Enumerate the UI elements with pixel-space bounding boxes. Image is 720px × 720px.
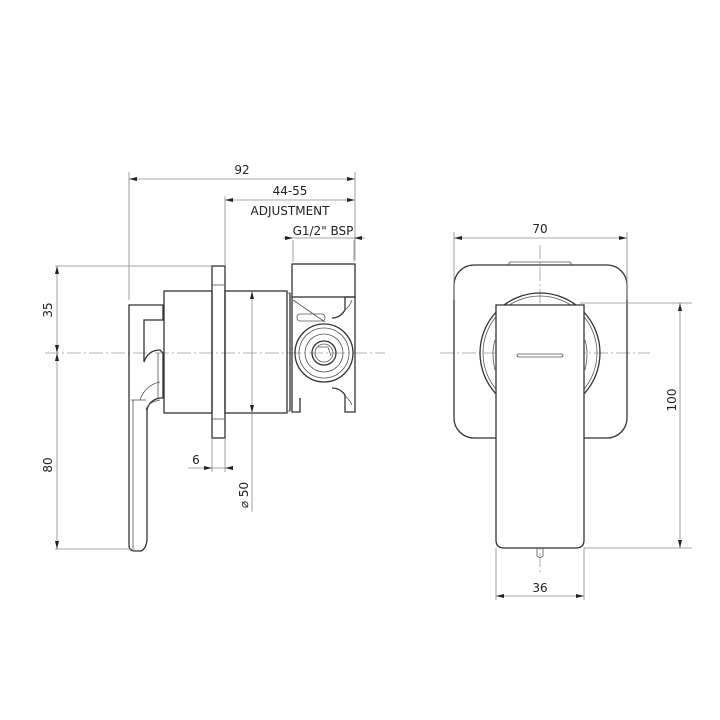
dim-diameter: ⌀ 50 (237, 291, 254, 512)
dim-6: 6 (188, 438, 233, 472)
handle-indicator-slot (516, 353, 564, 358)
valve-body (291, 263, 356, 413)
dim-vertical-side: 35 80 (41, 265, 212, 550)
plate-top-tab (507, 261, 573, 266)
dim-35-label: 35 (41, 302, 55, 317)
handle-front (495, 304, 585, 549)
dim-80-label: 80 (41, 457, 55, 472)
dim-adjustment-label: ADJUSTMENT (251, 204, 331, 218)
front-view: 70 100 36 (440, 222, 692, 600)
mounting-plate (211, 265, 226, 439)
dim-100-label: 100 (665, 389, 679, 412)
dim-100: 100 (580, 302, 692, 549)
handle-tip (536, 548, 544, 558)
lever-handle (128, 304, 164, 552)
dim-36-label: 36 (532, 581, 547, 595)
dim-6-label: 6 (192, 453, 200, 467)
dim-36: 36 (495, 548, 585, 600)
dim-70-label: 70 (532, 222, 547, 236)
dim-thread-label: G1/2" BSP (293, 224, 354, 238)
dim-adjustment: 44-55 ADJUSTMENT (224, 184, 355, 266)
dim-92: 92 (128, 163, 356, 300)
dim-diameter-label: ⌀ 50 (237, 482, 251, 508)
dim-70: 70 (453, 222, 628, 300)
side-view: 92 44-55 ADJUSTMENT G1/2" BSP (41, 163, 385, 552)
body-cylinder (163, 265, 291, 439)
dim-adjustment-value: 44-55 (273, 184, 308, 198)
dim-92-label: 92 (234, 163, 249, 177)
dim-thread: G1/2" BSP (283, 224, 365, 262)
